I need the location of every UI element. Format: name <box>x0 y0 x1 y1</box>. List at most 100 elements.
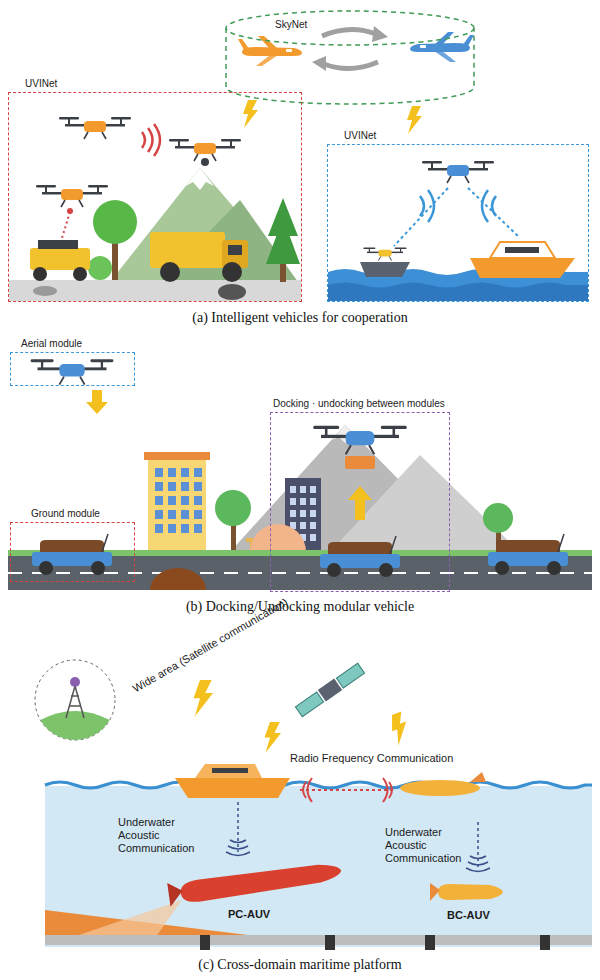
sea-scene <box>422 161 494 183</box>
maritime-scene <box>35 660 592 950</box>
land-scene <box>222 262 242 282</box>
cylinder-outline <box>225 10 475 105</box>
maritime-scene <box>325 935 335 950</box>
maritime-scene <box>175 778 290 798</box>
maritime-scene <box>300 789 395 791</box>
city-scene <box>86 402 108 414</box>
maritime-scene <box>200 935 210 950</box>
sea-scene <box>482 190 496 222</box>
maritime-scene <box>226 840 250 856</box>
sea-scene <box>420 190 434 222</box>
city-scene <box>92 390 102 402</box>
maritime-scene <box>195 764 262 778</box>
sea-scene <box>468 188 520 238</box>
city-scene <box>320 536 400 577</box>
aircraft <box>372 26 388 42</box>
sea-scene <box>394 188 448 246</box>
lightning-bolt <box>407 106 422 134</box>
aircraft <box>312 56 326 71</box>
maritime-scene <box>66 686 84 718</box>
sea-scene <box>470 258 575 278</box>
land-scene <box>186 168 214 190</box>
maritime-scene <box>477 822 479 868</box>
land-scene <box>110 168 298 282</box>
panel-caption: (a) Intelligent vehicles for cooperation <box>0 309 600 326</box>
city-scene <box>483 503 513 533</box>
land-scene <box>112 238 118 280</box>
sea-scene <box>490 242 555 258</box>
land-scene <box>228 245 242 255</box>
land-scene <box>38 240 78 249</box>
land-scene <box>36 185 108 207</box>
maritime-scene <box>167 881 184 907</box>
maritime-scene <box>40 711 109 740</box>
land-scene <box>88 256 112 280</box>
maritime-scene <box>303 778 392 802</box>
lightning-bolt <box>243 100 422 134</box>
city-scene <box>313 426 407 455</box>
land-scene <box>9 117 301 301</box>
maritime-scene <box>400 780 480 796</box>
module-region: Ground module <box>10 522 135 582</box>
module-region: Aerial module <box>10 352 135 386</box>
land-scene <box>67 208 73 214</box>
region-label: SkyNet <box>275 18 307 31</box>
land-scene <box>160 262 180 282</box>
link-label: Underwater Acoustic Communication <box>118 816 202 855</box>
maritime-scene <box>295 692 323 717</box>
aircraft <box>324 62 378 69</box>
maritime-scene <box>45 782 592 788</box>
region-label: UVINet <box>344 129 376 142</box>
city-scene <box>345 456 375 469</box>
sea-scene <box>363 247 406 260</box>
docking-region: Docking · undocking between modules <box>270 412 450 592</box>
region-label: Aerial module <box>21 337 82 350</box>
cylinder-top <box>226 11 474 45</box>
land-scene <box>266 218 300 264</box>
aircraft <box>410 32 474 62</box>
maritime-scene <box>425 935 435 950</box>
land-scene <box>142 124 160 156</box>
vehicle-label: PC-AUV <box>228 908 270 921</box>
land-scene <box>218 284 246 300</box>
city-scene <box>215 490 251 526</box>
aircraft <box>322 29 376 36</box>
panel-caption: (b) Docking/Undocking modular vehicle <box>0 598 600 615</box>
maritime-scene <box>194 680 214 716</box>
maritime-scene <box>212 768 248 773</box>
land-scene <box>201 158 209 166</box>
city-scene <box>8 359 592 590</box>
land-scene <box>169 139 241 161</box>
city-scene <box>250 524 306 552</box>
maritime-scene <box>167 859 343 907</box>
maritime-scene <box>470 772 486 782</box>
city-scene <box>348 486 372 500</box>
maritime-scene <box>336 663 364 688</box>
region-label: Ground module <box>31 507 100 520</box>
maritime-scene <box>70 677 80 687</box>
maritime-scene <box>430 883 503 901</box>
sea-scene <box>328 283 588 302</box>
region-label: Docking · undocking between modules <box>273 397 445 410</box>
land-scene <box>150 232 225 268</box>
maritime-scene <box>438 884 503 900</box>
city-scene <box>150 568 206 590</box>
land-scene <box>59 117 131 139</box>
maritime-scene <box>45 786 592 947</box>
city-scene <box>155 468 202 538</box>
maritime-scene <box>45 935 592 945</box>
city-scene <box>488 534 568 575</box>
land-scene <box>62 212 70 238</box>
sea-scene <box>360 262 410 277</box>
link-label: Underwater Acoustic Communication <box>385 826 469 865</box>
maritime-scene <box>540 935 550 950</box>
vehicle-label: BC-AUV <box>447 909 490 922</box>
land-scene <box>30 248 90 270</box>
city-scene <box>144 452 210 460</box>
land-scene <box>33 286 57 296</box>
sea-scene <box>328 161 588 301</box>
network-region: UVINet <box>327 144 589 302</box>
city-scene <box>148 460 206 552</box>
